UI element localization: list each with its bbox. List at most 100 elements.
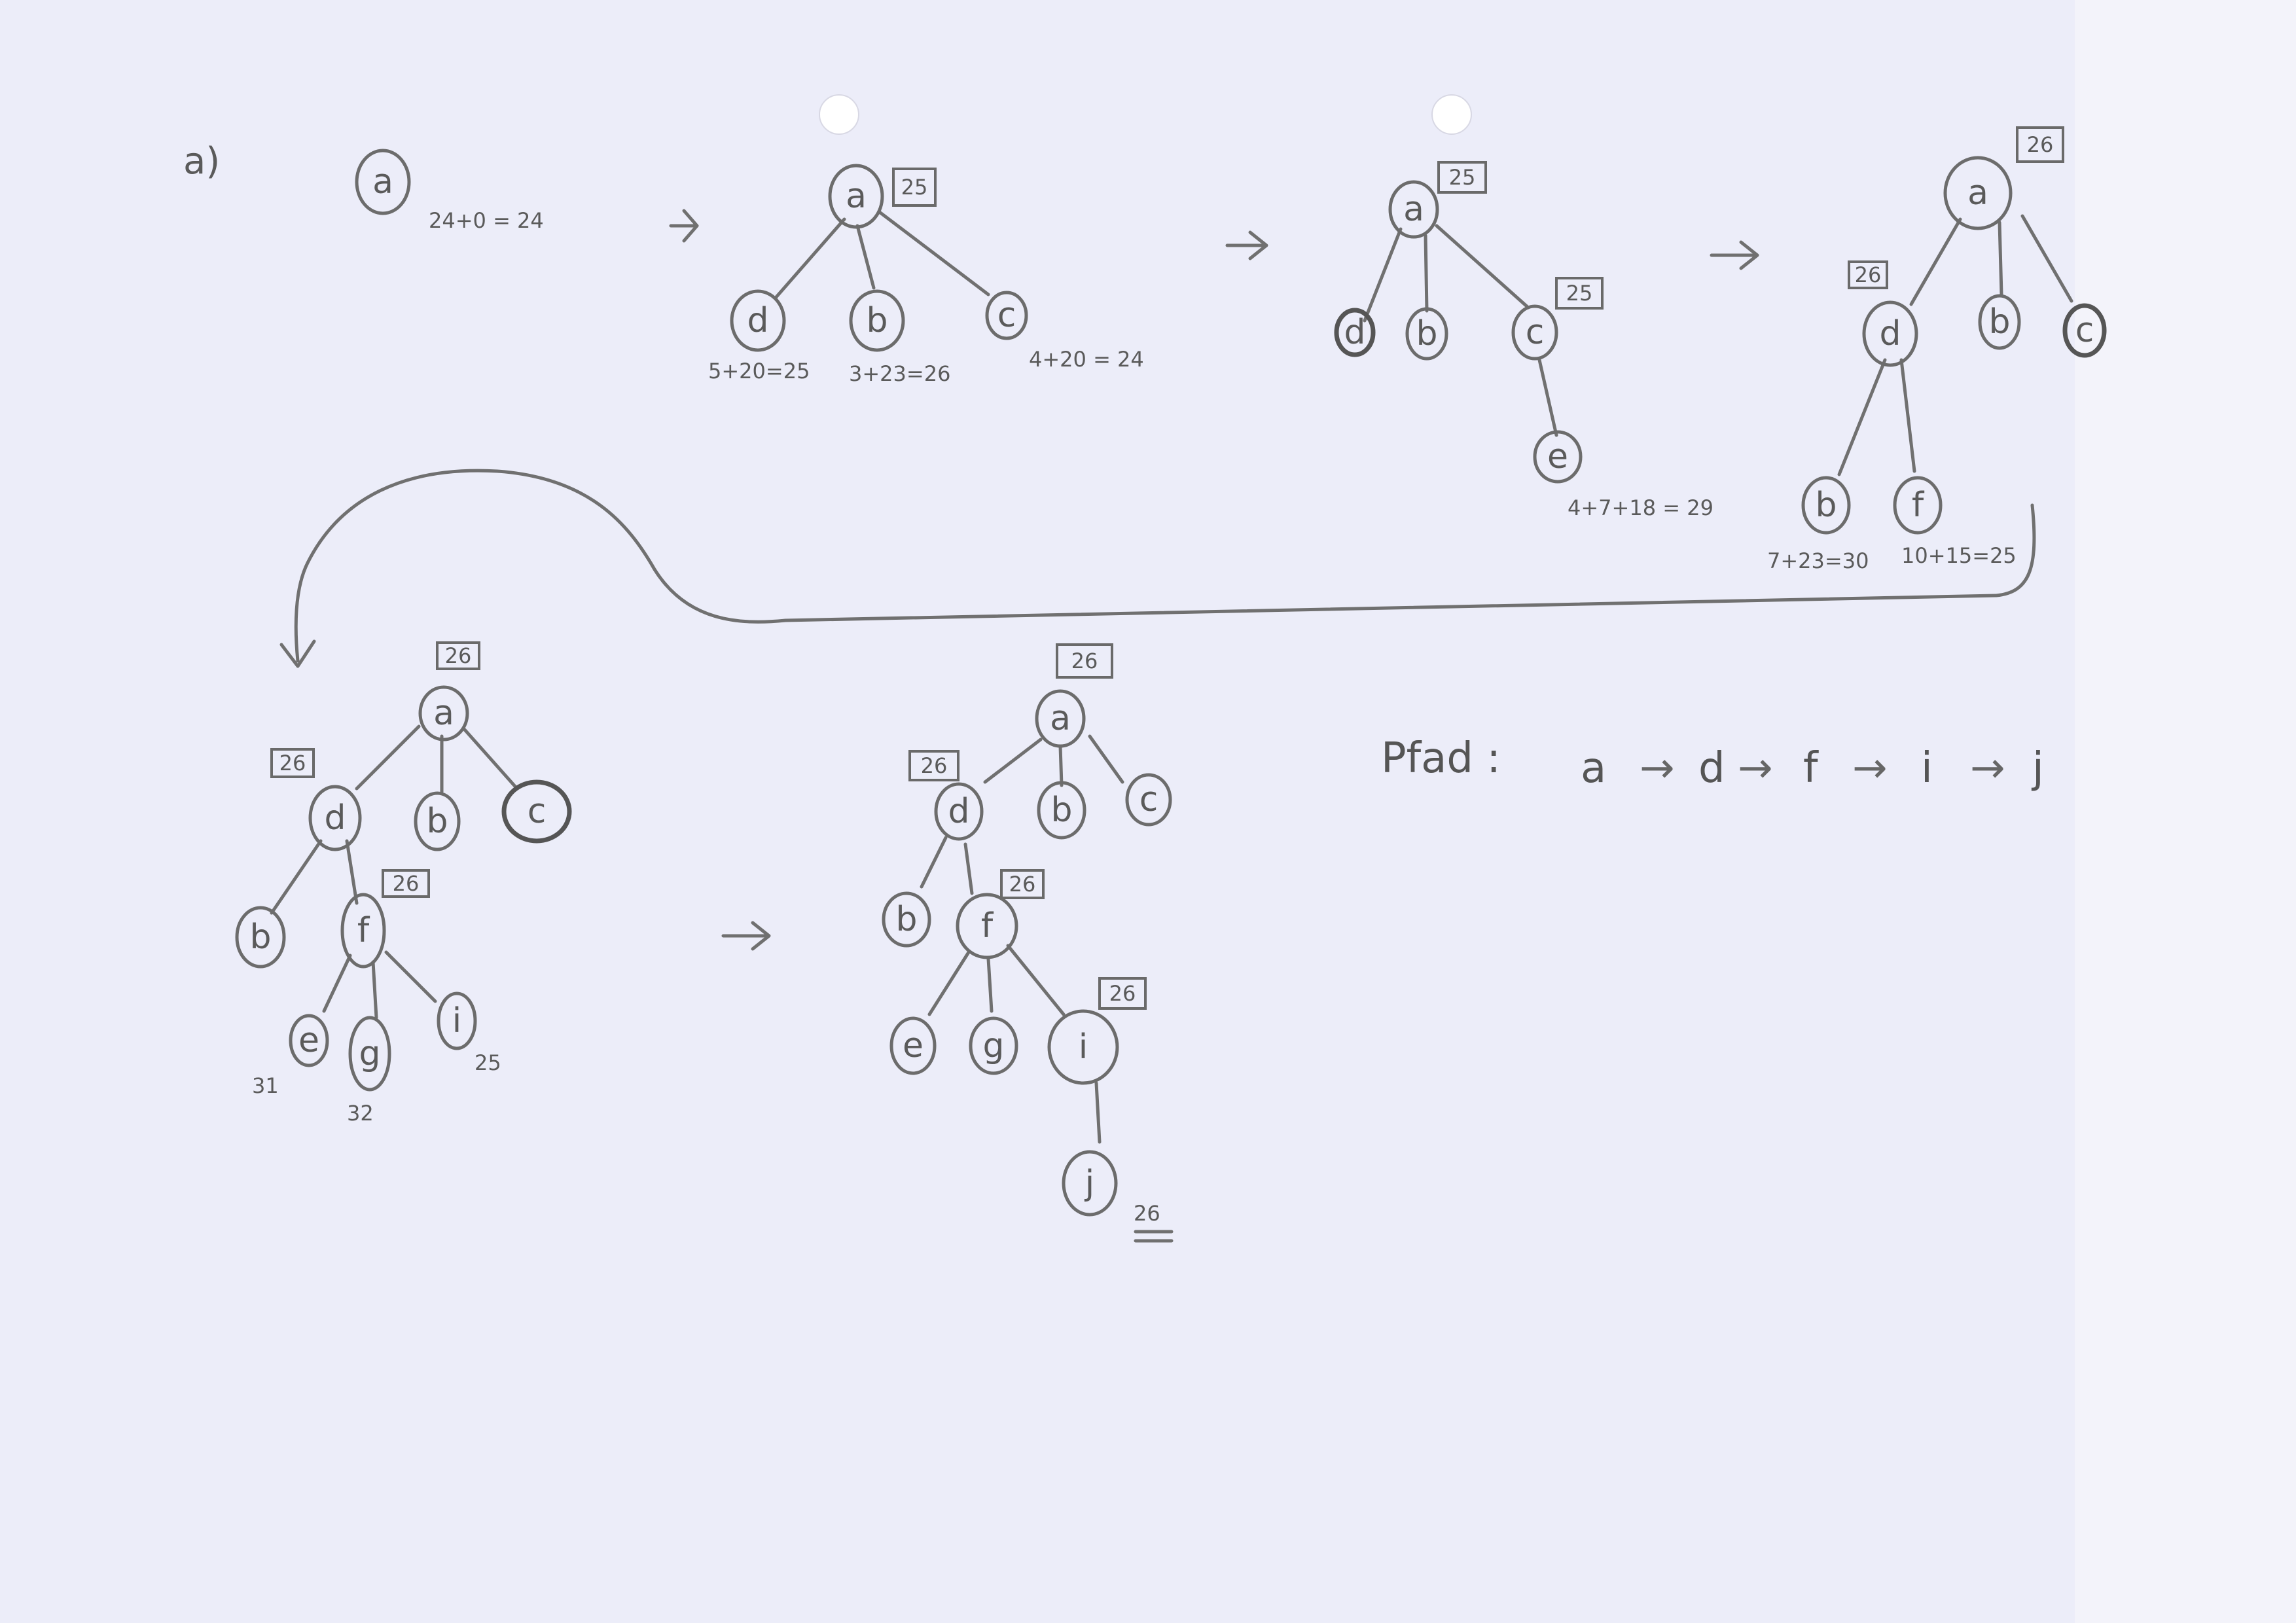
node-b — [849, 289, 905, 352]
node-label: f — [357, 911, 370, 950]
node-label: i — [1079, 1027, 1088, 1067]
node-a — [1388, 180, 1439, 239]
value-box — [892, 168, 937, 207]
value-box — [908, 750, 960, 781]
node-formula: 3+23=26 — [849, 361, 950, 386]
value-box — [1000, 869, 1045, 899]
node-a — [828, 164, 884, 229]
node-label: a — [372, 162, 393, 202]
value-box — [2016, 126, 2064, 163]
node-c — [2062, 303, 2107, 358]
node-i — [1047, 1009, 1119, 1085]
node-label: b — [895, 900, 917, 939]
step3-tree: a 25 d b c 25 e 4+7+18 = 29 — [1334, 161, 1713, 520]
path-node: j — [2031, 744, 2044, 793]
node-c — [1511, 304, 1558, 361]
node-label: e — [1547, 437, 1568, 476]
step1-tree: a 24+0 = 24 — [355, 149, 544, 233]
value-box — [1848, 260, 1888, 289]
node-e — [289, 1014, 329, 1067]
node-label: j — [1085, 1164, 1094, 1203]
node-e — [1533, 430, 1583, 484]
path-node: d — [1698, 744, 1725, 793]
node-cost: 26 — [1134, 1201, 1160, 1226]
path-node: i — [1921, 744, 1933, 793]
node-e — [889, 1016, 937, 1075]
node-label: d — [948, 792, 969, 831]
node-b — [235, 906, 286, 969]
paper-edge — [2075, 0, 2296, 1623]
node-label: b — [1815, 486, 1837, 525]
value-box — [1098, 977, 1147, 1010]
node-formula: 5+20=25 — [708, 359, 810, 383]
node-label: b — [1988, 302, 2010, 342]
arrow-step4-step5 — [279, 469, 2036, 668]
node-a — [355, 149, 411, 215]
node-f — [1893, 476, 1943, 535]
node-label: c — [1139, 780, 1158, 819]
node-d — [730, 289, 786, 352]
node-label: g — [982, 1026, 1004, 1065]
node-d — [934, 782, 984, 841]
value-box — [1056, 643, 1113, 679]
node-label: d — [747, 301, 768, 340]
value-text: 26 — [921, 753, 948, 778]
node-b — [1801, 476, 1851, 535]
punch-hole-left — [819, 94, 859, 135]
node-b — [414, 791, 461, 851]
node-a — [1035, 689, 1086, 748]
punch-hole-right — [1431, 94, 1472, 135]
path-node: f — [1803, 744, 1819, 793]
node-label: a — [433, 694, 454, 733]
node-label: e — [903, 1026, 924, 1065]
node-c — [501, 779, 572, 844]
path-result: Pfad : a → d → f → i → j — [1381, 734, 2044, 793]
node-formula: 10+15=25 — [1901, 543, 2017, 568]
value-text: 25 — [901, 175, 928, 200]
value-text: 25 — [1566, 281, 1593, 306]
node-label: c — [528, 792, 547, 831]
node-label: a — [1050, 699, 1071, 738]
node-a — [1943, 156, 2013, 230]
value-text: 26 — [279, 751, 306, 776]
node-a — [418, 685, 469, 741]
value-box — [382, 869, 430, 898]
node-label: d — [1879, 314, 1901, 353]
node-cost: 25 — [475, 1050, 501, 1075]
node-label: c — [997, 296, 1016, 335]
node-label: b — [1050, 791, 1072, 830]
node-g — [969, 1016, 1018, 1075]
node-label: a — [1403, 190, 1424, 229]
path-label: Pfad : — [1381, 734, 1501, 783]
node-label: d — [324, 798, 346, 838]
node-b — [882, 891, 931, 948]
arrow-step1-step2 — [669, 209, 699, 243]
node-label: c — [2075, 311, 2094, 350]
value-box — [436, 641, 480, 670]
path-arrow: → — [1852, 744, 1888, 793]
node-label: a — [846, 177, 867, 216]
path-arrow: → — [1738, 744, 1773, 793]
node-label: b — [426, 802, 448, 841]
node-formula: 7+23=30 — [1767, 548, 1869, 573]
step2-tree: a 25 d 5+20=25 b 3+23=26 c 4+20 = 24 — [708, 164, 1144, 386]
value-text: 26 — [1855, 262, 1882, 287]
part-label: a) — [183, 140, 220, 183]
node-b — [1037, 781, 1086, 840]
arrow-step2-step3 — [1225, 230, 1268, 260]
node-i — [437, 991, 477, 1050]
node-d — [308, 785, 362, 851]
value-box — [1437, 161, 1487, 194]
path-node: a — [1581, 744, 1606, 793]
arrow-step3-step4 — [1710, 240, 1759, 270]
value-text: 25 — [1449, 165, 1476, 190]
node-label: i — [452, 1001, 461, 1041]
value-text: 26 — [2027, 132, 2054, 157]
step1-formula: 24+0 = 24 — [429, 208, 544, 233]
node-c — [1125, 773, 1172, 827]
value-box — [1555, 277, 1604, 310]
node-d — [1334, 308, 1376, 357]
node-j — [1062, 1150, 1118, 1217]
